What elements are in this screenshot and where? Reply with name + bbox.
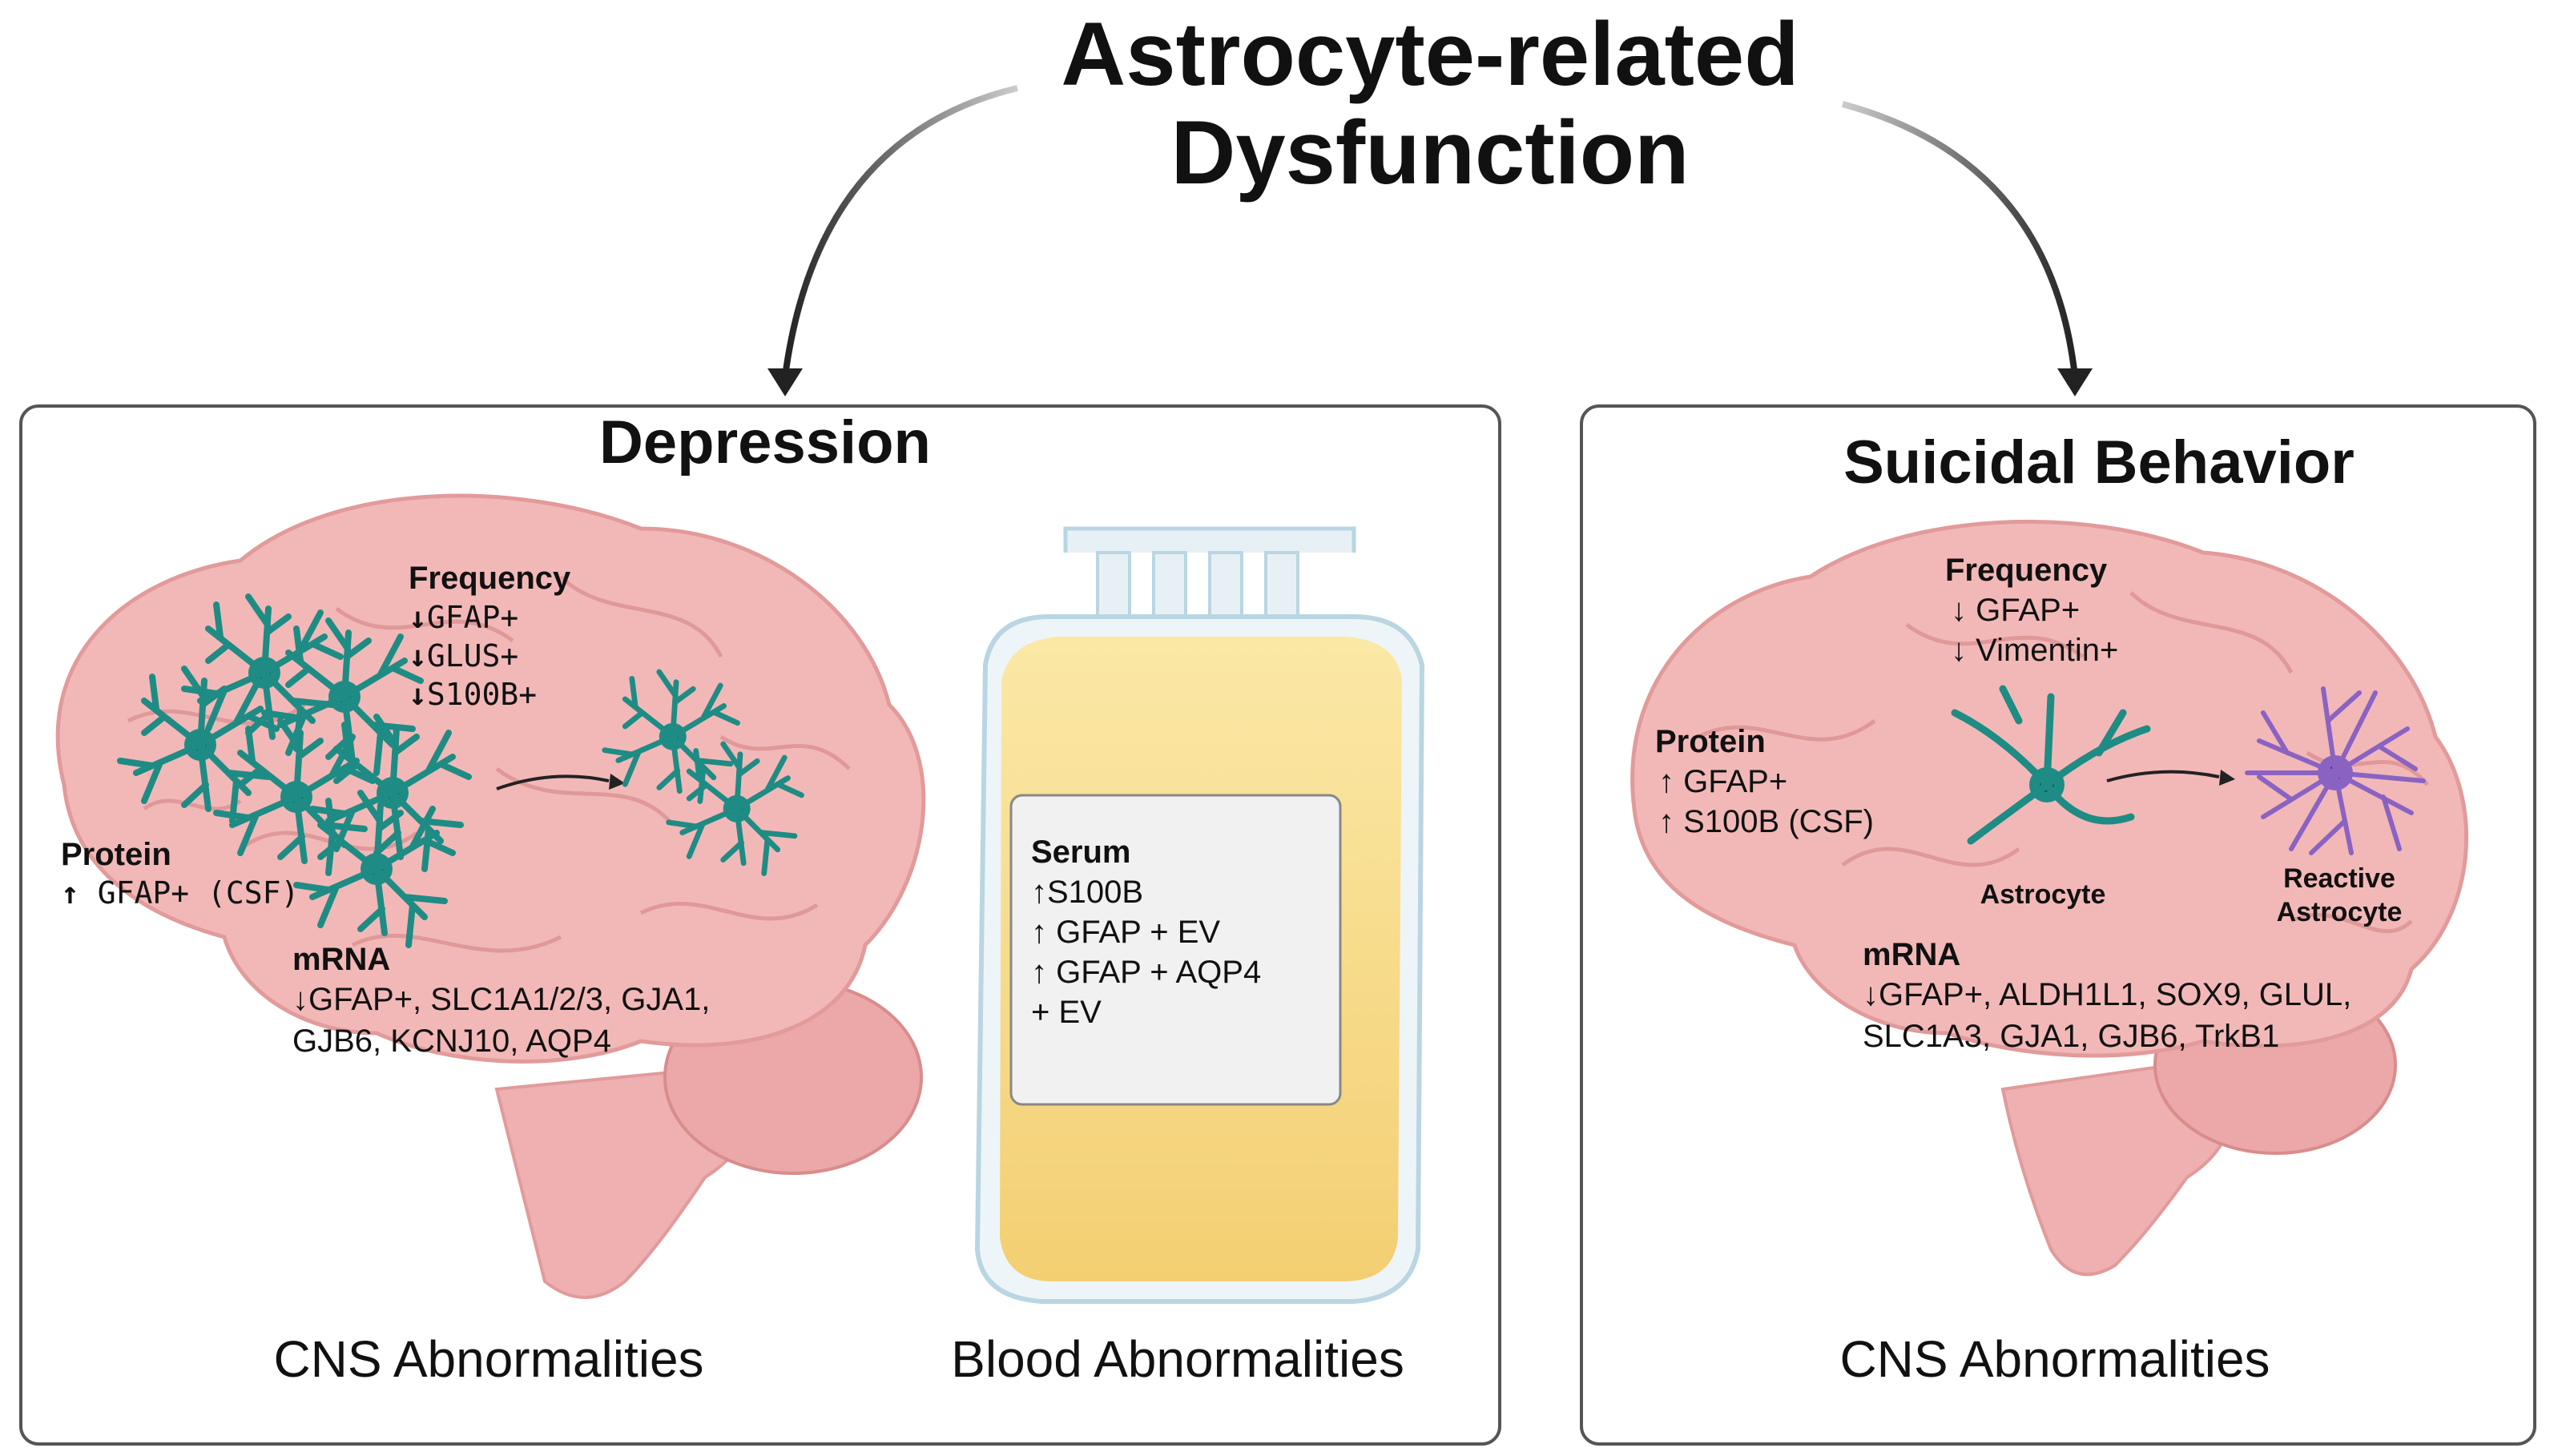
suicidal-mrna-line1: ↓GFAP+, ALDH1L1, SOX9, GLUL, <box>1863 977 2352 1012</box>
down-arrow-icon: ↓ <box>1951 633 1967 668</box>
depression-brain <box>55 493 926 1299</box>
serum-item: ↑ GFAP + AQP4 <box>1031 955 1262 990</box>
suicidal-cell-arrow <box>2106 770 2220 782</box>
down-arrow-icon: ↓ <box>1951 593 1967 628</box>
suicidal-protein-item: ↑ GFAP+ <box>1658 764 1788 799</box>
depression-protein-header: Protein <box>61 837 171 872</box>
arrow-to-depression <box>782 85 1018 377</box>
suicidal-title: Suicidal Behavior <box>1843 428 2355 497</box>
arrow-to-suicidal <box>1841 101 2078 377</box>
suicidal-frequency-item: ↓ Vimentin+ <box>1951 633 2119 668</box>
suicidal-mrna-header: mRNA <box>1863 937 1961 972</box>
serum-item-continued: + EV <box>1031 995 1102 1030</box>
down-arrow-icon: ↓ <box>1863 977 1879 1012</box>
up-arrow-icon: ↑ <box>1031 915 1047 950</box>
reactive-label-line1: Reactive <box>2283 863 2395 894</box>
suicidal-mrna-line2: SLC1A3, GJA1, GJB6, TrkB1 <box>1863 1019 2280 1054</box>
single-astrocyte <box>1951 685 2151 845</box>
depression-mrna-line1: ↓GFAP+, SLC1A1/2/3, GJA1, <box>292 982 711 1017</box>
down-arrow-icon: ↓ <box>409 638 427 674</box>
up-arrow-icon: ↑ <box>1658 804 1674 839</box>
suicidal-frequency-item: ↓ GFAP+ <box>1951 593 2081 628</box>
serum-header: Serum <box>1031 835 1131 870</box>
suicidal-cns-caption: CNS Abnormalities <box>1839 1330 2270 1388</box>
up-arrow-icon: ↑ <box>1658 764 1674 799</box>
suicidal-frequency-header: Frequency <box>1945 553 2108 588</box>
serum-item: ↑ GFAP + EV <box>1031 915 1221 950</box>
depression-frequency-item: ↓S100B+ <box>409 677 538 712</box>
up-arrow-icon: ↑ <box>1031 875 1047 910</box>
up-arrow-icon: ↑ <box>1031 955 1047 990</box>
depression-protein-item: ↑ GFAP+ (CSF) <box>61 875 300 911</box>
up-arrow-icon: ↑ <box>61 875 79 911</box>
down-arrow-icon: ↓ <box>409 600 427 635</box>
main-title-line2: Dysfunction <box>1170 103 1690 203</box>
depression-mrna-line2: GJB6, KCNJ10, AQP4 <box>292 1024 611 1059</box>
main-title-line1: Astrocyte-related <box>1061 4 1799 104</box>
suicidal-protein-item: ↑ S100B (CSF) <box>1658 804 1874 839</box>
depression-mrna-header: mRNA <box>292 942 391 977</box>
suicidal-protein-header: Protein <box>1655 724 1766 759</box>
arrow-head-suicidal <box>2057 368 2093 396</box>
arrow-head-depression <box>767 368 803 396</box>
blood-bag <box>974 526 1425 1304</box>
down-arrow-icon: ↓ <box>409 677 427 712</box>
reactive-label-line2: Astrocyte <box>2276 897 2403 927</box>
depression-frequency-item: ↓GFAP+ <box>409 600 519 635</box>
down-arrow-icon: ↓ <box>292 982 308 1017</box>
depression-cns-caption: CNS Abnormalities <box>273 1330 704 1388</box>
depression-frequency-header: Frequency <box>409 561 571 596</box>
astrocyte-label: Astrocyte <box>1980 879 2106 910</box>
serum-item: ↑S100B <box>1031 875 1144 910</box>
depression-cell-arrow <box>496 774 610 790</box>
depression-title: Depression <box>599 408 931 477</box>
depression-blood-caption: Blood Abnormalities <box>951 1330 1404 1388</box>
depression-frequency-item: ↓GLUS+ <box>409 638 519 674</box>
